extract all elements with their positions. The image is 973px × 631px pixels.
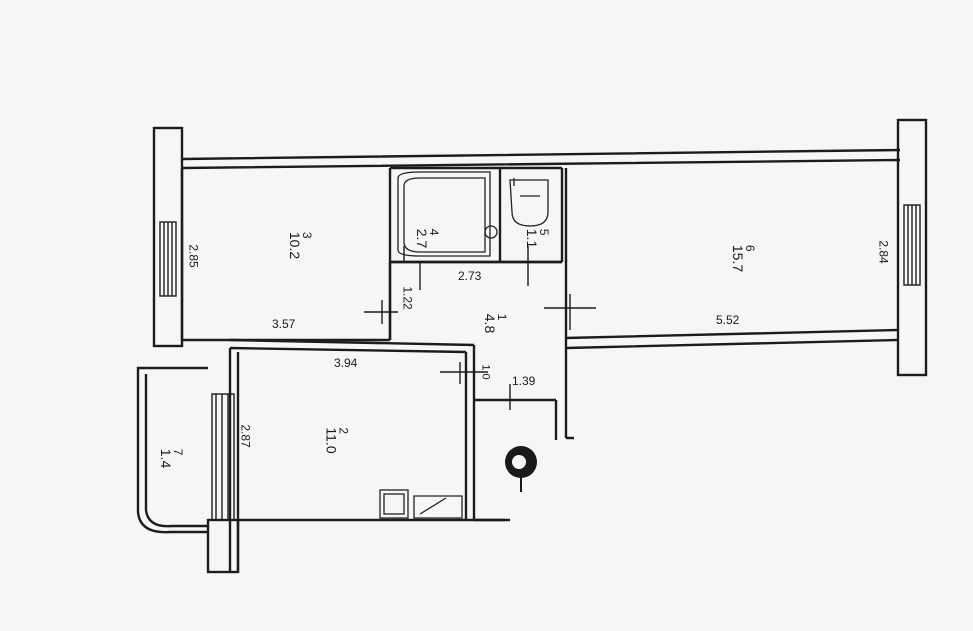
dim-room6-height: 2.84 [876, 240, 891, 264]
room-6-label: 6 15.7 [730, 244, 757, 273]
room-4-label: 4 2.7 [414, 228, 441, 249]
room-7-label: 7 1.4 [158, 448, 185, 469]
toilet [509, 178, 549, 227]
dim-room3-width: 3.57 [272, 317, 296, 331]
dim-hall-small: 1.0 [479, 364, 492, 380]
room-6-area: 15.7 [730, 244, 747, 273]
room-5-label: 5 1.1 [524, 228, 551, 249]
room-4-area: 2.7 [414, 228, 431, 249]
room-5-area: 1.1 [524, 228, 541, 249]
dim-room3-height: 2.85 [186, 244, 201, 268]
room-3-walls [180, 168, 392, 342]
room-1-area: 4.8 [482, 313, 499, 334]
balcony-walls [136, 366, 208, 534]
dim-hall-width: 2.73 [458, 269, 482, 283]
stove [379, 489, 409, 519]
room-3-area: 10.2 [287, 231, 304, 260]
room-7-area: 1.4 [158, 448, 175, 469]
sink [413, 495, 463, 519]
dim-hall-bottom: 1.39 [512, 374, 536, 388]
top-exterior-wall [181, 148, 901, 170]
dim-room2-height: 2.87 [238, 424, 253, 448]
dim-hall-left: 1.22 [400, 286, 415, 310]
room-3-label: 3 10.2 [287, 231, 314, 260]
room-2-area: 11.0 [323, 427, 340, 454]
room-2-walls [228, 338, 505, 572]
room-1-label: 1 4.8 [482, 313, 509, 334]
room-2-label: 2 11.0 [323, 427, 351, 454]
dim-room6-width: 5.52 [716, 313, 740, 327]
bottom-left-wall [206, 518, 240, 574]
hall-walls [388, 260, 562, 520]
dim-room2-width: 3.94 [334, 356, 358, 370]
right-end-wall [896, 118, 928, 377]
bathtub [397, 171, 491, 257]
room-6-walls [564, 168, 899, 438]
hall-lower-wall [474, 400, 574, 522]
dimension-ticks [364, 246, 596, 410]
